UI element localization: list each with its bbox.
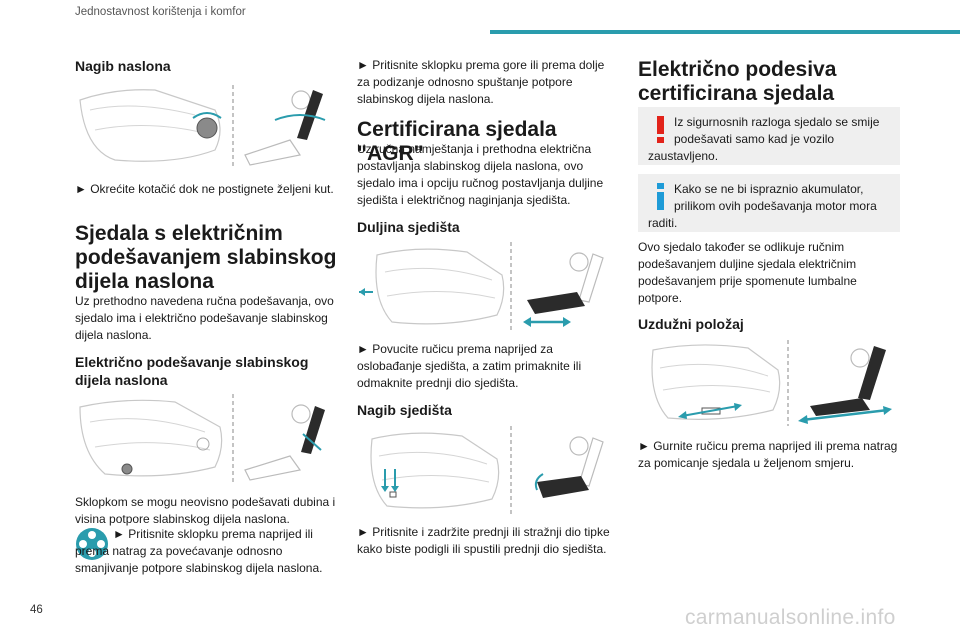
four-way-switch-icon [76,528,108,560]
info-text: Kako se ne bi ispraznio akumulator, pril… [648,182,877,230]
text-lumbar-1: Sklopkom se mogu neovisno podešavati dub… [75,495,336,526]
heading-backrest-tilt: Nagib naslona [75,58,171,74]
page-number: 46 [30,604,43,616]
heading-seat-length: Duljina sjedišta [357,219,460,235]
text-seat-length: ► Povucite ručicu prema naprijed za oslo… [357,342,582,390]
heading-seat-tilt: Nagib sjedišta [357,402,452,418]
warning-note: Iz sigurnosnih razloga sjedalo se smije … [638,107,900,165]
header-accent-bar [490,30,960,34]
heading-electric-agr-l1: Električno podesiva [638,58,837,81]
heading-lumbar: Električno podešavanje slabinskog dijela… [75,354,309,388]
text-lumbar-2: ► Pritisnite sklopku prema naprijed ili … [75,527,323,575]
text-seat-tilt: ► Pritisnite i zadržite prednji ili stra… [357,525,610,556]
warning-text: Iz sigurnosnih razloga sjedalo se smije … [648,115,880,163]
info-icon [657,183,664,210]
figure-seat-length [359,242,604,330]
text-longitudinal: ► Gurnite ručicu prema naprijed ili prem… [638,439,898,470]
heading-agr: Certificirana sjedala "AGR" [357,118,557,165]
figure-seat-tilt [370,426,604,514]
info-note: Kako se ne bi ispraznio akumulator, pril… [638,174,900,232]
heading-electric-seats-l2: podešavanjem slabinskog [75,246,337,269]
text-backrest-tilt: ► Okrećite kotačić dok ne postignete žel… [75,182,334,196]
figure-lumbar [79,394,325,482]
heading-electric-seats-l3: dijela naslona [75,270,214,293]
text-agr: Uz ručna namještanja i prethodna elektri… [357,142,604,207]
text-electric-seats: Uz prethodno navedena ručna podešavanja,… [75,294,334,342]
heading-electric-seats-l1: Sjedala s električnim [75,222,283,245]
text-lumbar-3: ► Pritisnite sklopku prema gore ili prem… [357,58,605,106]
figure-backrest-tilt [79,85,326,168]
exclamation-icon [657,116,664,143]
figure-longitudinal [651,340,892,426]
heading-longitudinal: Uzdužni položaj [638,316,744,332]
text-electric-agr: Ovo sjedalo također se odlikuje ručnim p… [638,240,857,305]
watermark: carmanualsonline.info [685,606,896,629]
running-header: Jednostavnost korištenja i komfor [75,6,246,18]
